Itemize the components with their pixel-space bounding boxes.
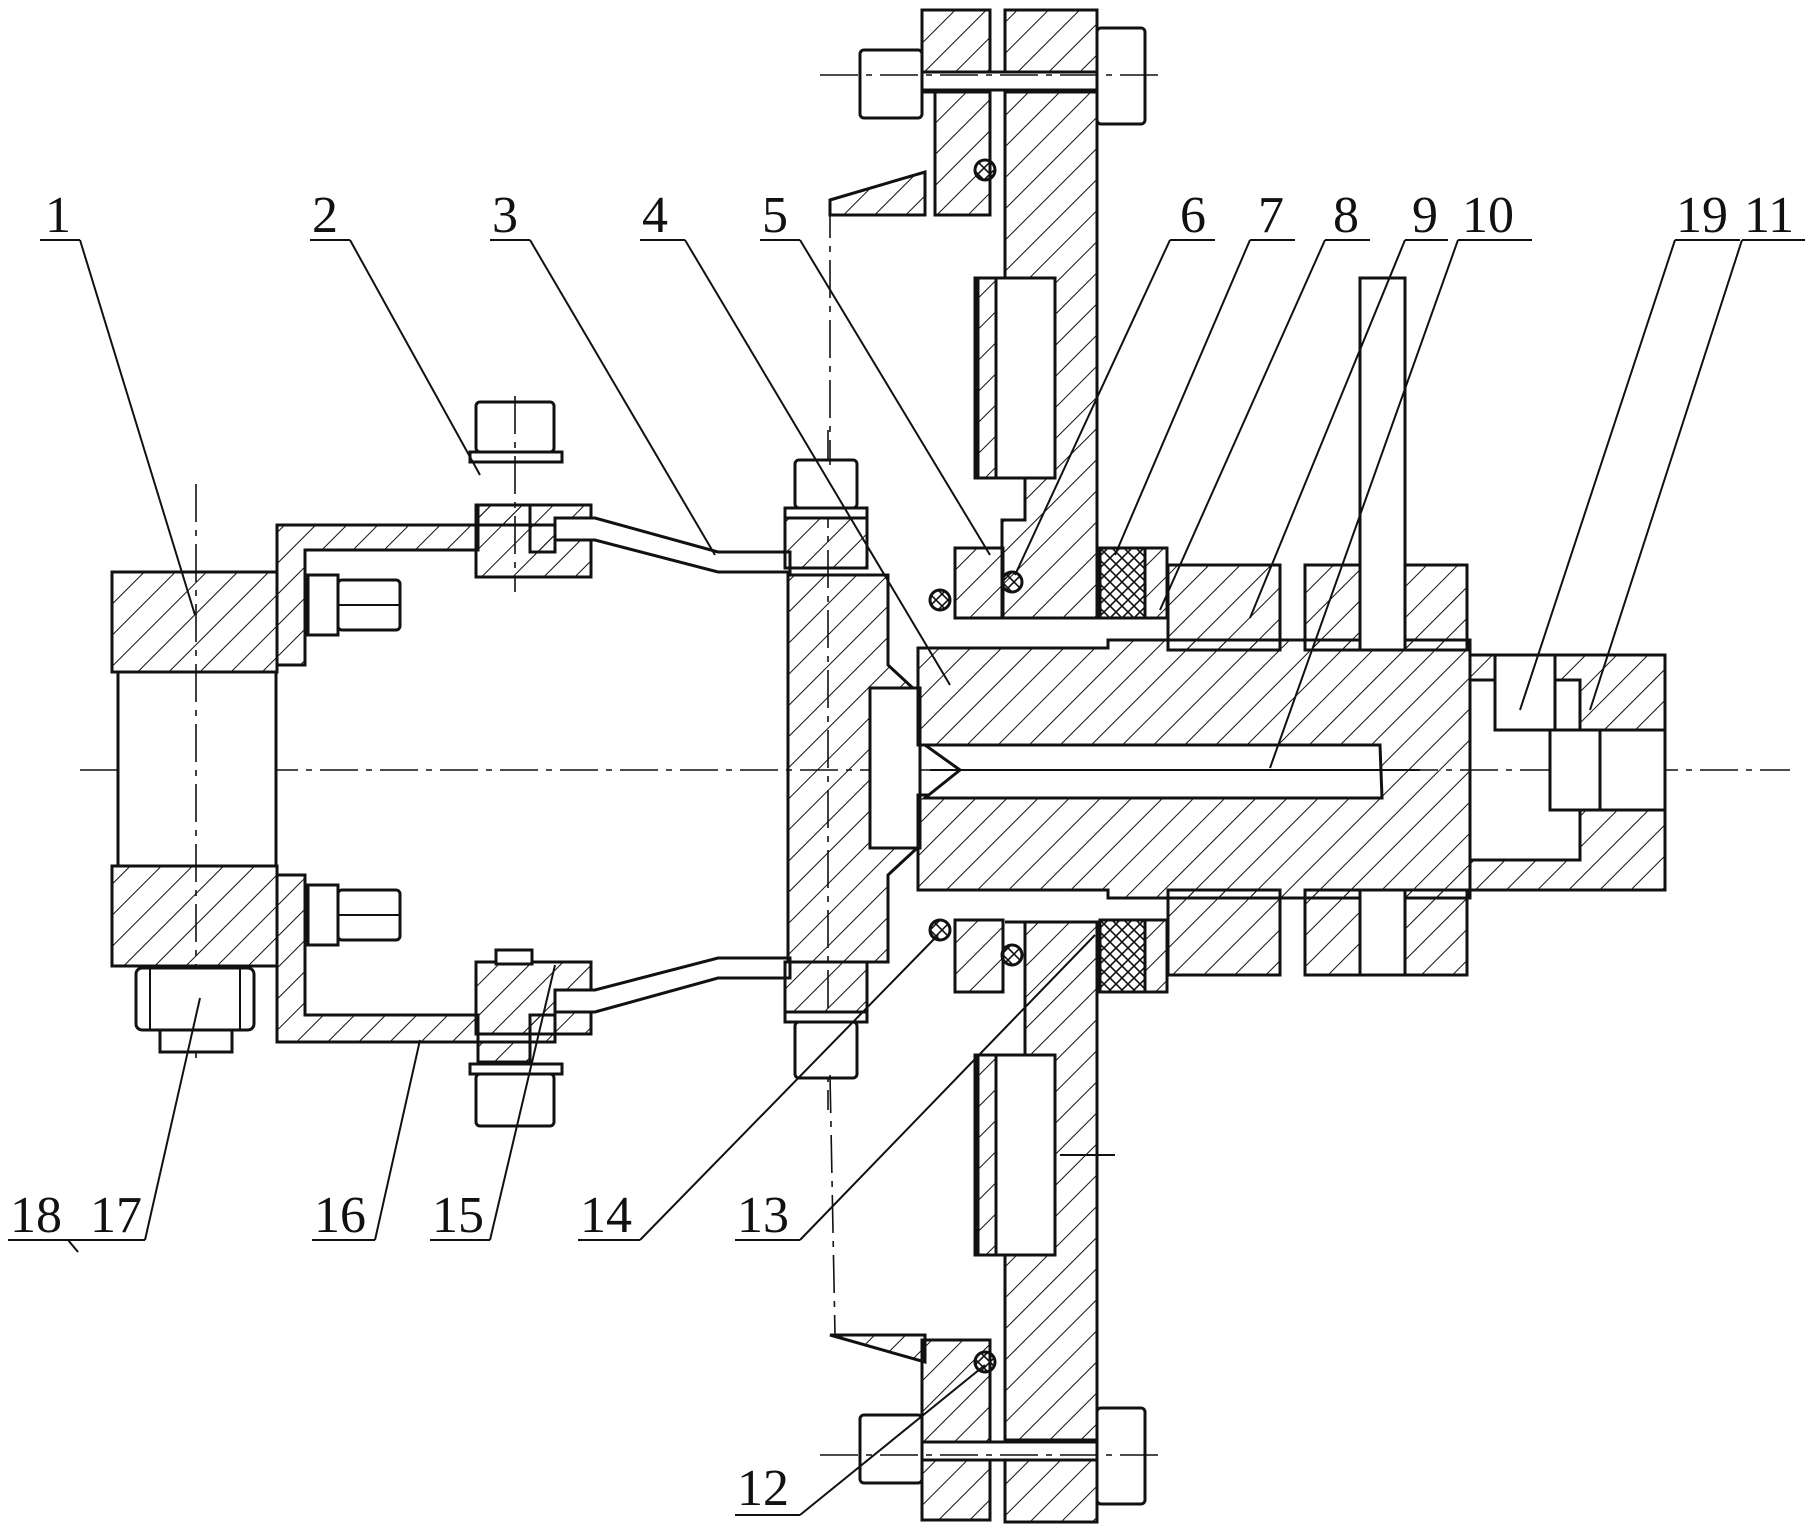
callout-17: 17 bbox=[68, 997, 201, 1244]
svg-text:18: 18 bbox=[10, 1187, 62, 1244]
bottom-nut bbox=[134, 966, 256, 1054]
callout-19: 19 bbox=[1519, 187, 1740, 711]
flange-bolt-bottom bbox=[820, 1406, 1160, 1506]
callout-5: 5 bbox=[760, 187, 991, 556]
callout-16: 16 bbox=[312, 1039, 421, 1244]
callout-1: 1 bbox=[40, 187, 196, 616]
flange-bolt-top bbox=[820, 26, 1160, 126]
svg-text:19: 19 bbox=[1676, 187, 1728, 244]
svg-text:3: 3 bbox=[492, 187, 518, 244]
svg-text:5: 5 bbox=[762, 187, 788, 244]
end-cap bbox=[1468, 653, 1667, 892]
seal-group-bottom bbox=[928, 918, 1024, 994]
svg-text:16: 16 bbox=[314, 1187, 366, 1244]
callout-12: 12 bbox=[735, 1364, 986, 1517]
svg-text:10: 10 bbox=[1462, 187, 1514, 244]
svg-text:11: 11 bbox=[1744, 187, 1794, 244]
left-end-housing bbox=[110, 484, 279, 1058]
svg-text:2: 2 bbox=[312, 187, 338, 244]
svg-text:4: 4 bbox=[642, 187, 668, 244]
callout-18: 18 bbox=[8, 1187, 79, 1253]
vertical-flange bbox=[828, 8, 1115, 1524]
callout-3: 3 bbox=[490, 187, 716, 556]
callout-14: 14 bbox=[578, 934, 939, 1244]
callout-4: 4 bbox=[640, 187, 951, 686]
bearing-blocks bbox=[1166, 276, 1469, 977]
svg-text:17: 17 bbox=[90, 1187, 142, 1244]
svg-text:1: 1 bbox=[45, 187, 71, 244]
callout-15: 15 bbox=[430, 964, 556, 1244]
svg-text:7: 7 bbox=[1258, 187, 1284, 244]
callout-9: 9 bbox=[1249, 187, 1448, 619]
callout-8: 8 bbox=[1159, 187, 1370, 611]
svg-text:6: 6 bbox=[1180, 187, 1206, 244]
main-shaft bbox=[916, 638, 1472, 900]
disc-bolt-top bbox=[783, 458, 869, 570]
callout-7: 7 bbox=[1114, 187, 1295, 556]
inner-screw-top bbox=[306, 573, 402, 637]
svg-text:14: 14 bbox=[580, 1187, 632, 1244]
svg-text:13: 13 bbox=[737, 1187, 789, 1244]
svg-text:9: 9 bbox=[1412, 187, 1438, 244]
callout-11: 11 bbox=[1589, 187, 1805, 711]
callout-6: 6 bbox=[1014, 187, 1215, 576]
svg-text:8: 8 bbox=[1333, 187, 1359, 244]
link-arms bbox=[553, 516, 792, 1014]
callout-13: 13 bbox=[735, 934, 1096, 1244]
svg-text:15: 15 bbox=[432, 1187, 484, 1244]
packing-ring bbox=[1098, 546, 1169, 994]
bracket-bolt-top bbox=[468, 396, 593, 592]
svg-text:12: 12 bbox=[737, 1460, 789, 1517]
inner-screw-bottom bbox=[306, 883, 402, 947]
callout-2: 2 bbox=[310, 187, 481, 476]
seal-group-top bbox=[928, 546, 1024, 620]
callout-10: 10 bbox=[1269, 187, 1532, 769]
